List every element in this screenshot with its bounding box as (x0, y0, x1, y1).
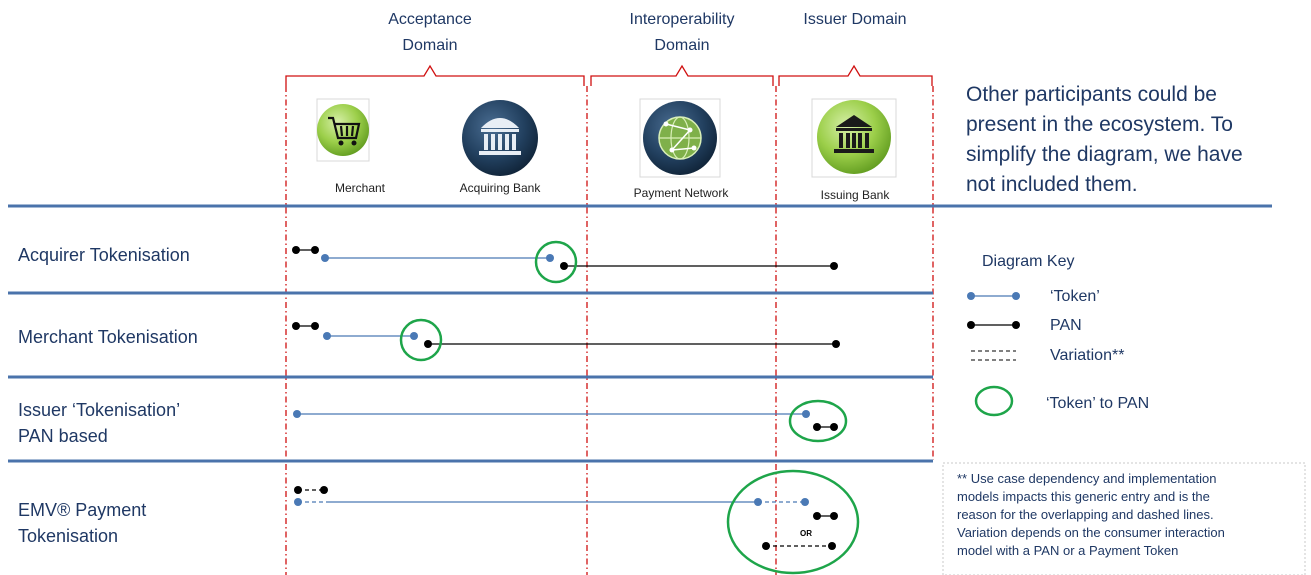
shopping-cart-icon (328, 116, 361, 140)
pan-point (320, 486, 328, 494)
token-point (293, 410, 301, 418)
key-token-to-pan-ring (974, 385, 1014, 417)
emv-tokenisation-label-line2: Tokenisation (18, 526, 118, 546)
issuer-domain-brace (778, 64, 933, 86)
emv-tokenisation-flow: OR (294, 469, 860, 575)
pan-point (830, 423, 838, 431)
footnote-line: model with a PAN or a Payment Token (957, 543, 1178, 558)
issuer-tokenisation-label-line2: PAN based (18, 426, 108, 446)
token-to-pan-ring (726, 469, 860, 575)
footnote-line: ** Use case dependency and implementatio… (957, 471, 1216, 486)
pan-point (832, 340, 840, 348)
payment-network-label: Payment Network (634, 186, 730, 200)
bank-building-icon (834, 115, 874, 153)
diagram-key: Diagram Key ‘Token’ PAN Variation** ‘Tok… (967, 253, 1149, 417)
pan-point (294, 486, 302, 494)
or-label: OR (800, 529, 812, 538)
issuer-tokenisation-flow (293, 399, 848, 443)
pan-point (828, 542, 836, 550)
note-line: Other participants could be (966, 83, 1217, 106)
emv-tokenisation-label-line1: EMV® Payment (18, 500, 146, 520)
token-to-pan-ring (534, 240, 578, 284)
bank-building-icon (479, 118, 521, 155)
pan-point (311, 246, 319, 254)
pan-point (813, 512, 821, 520)
interoperability-domain-header-line2: Domain (654, 37, 709, 54)
globe-network-icon (658, 116, 702, 160)
token-point (321, 254, 329, 262)
pan-point (830, 262, 838, 270)
acceptance-domain-brace (285, 64, 585, 86)
pan-point (762, 542, 770, 550)
note-line: simplify the diagram, we have (966, 143, 1243, 166)
pan-point (292, 246, 300, 254)
token-point (546, 254, 554, 262)
issuer-domain-header: Issuer Domain (803, 11, 906, 28)
issuer-tokenisation-label-line1: Issuer ‘Tokenisation’ (18, 400, 180, 420)
token-point (294, 498, 302, 506)
key-token-to-pan-label: ‘Token’ to PAN (1046, 395, 1149, 412)
merchant-tokenisation-label: Merchant Tokenisation (18, 327, 198, 347)
token-point (801, 498, 809, 506)
note-line: present in the ecosystem. To (966, 113, 1233, 136)
acquiring-bank-label: Acquiring Bank (460, 181, 542, 195)
key-pan-point (1012, 321, 1020, 329)
note-line: not included them. (966, 173, 1138, 196)
pan-point (424, 340, 432, 348)
footnote-line: models impacts this generic entry and is… (957, 489, 1210, 504)
token-point (410, 332, 418, 340)
pan-point (830, 512, 838, 520)
merchant-label: Merchant (335, 181, 386, 195)
key-variation-label: Variation** (1050, 347, 1124, 364)
issuing-bank-participant: Issuing Bank (811, 98, 897, 202)
issuing-bank-label: Issuing Bank (821, 188, 891, 202)
pan-point (311, 322, 319, 330)
payment-network-participant: Payment Network (634, 98, 730, 200)
token-point (802, 410, 810, 418)
token-point (323, 332, 331, 340)
pan-point (560, 262, 568, 270)
key-token-point (1012, 292, 1020, 300)
interoperability-domain-brace (590, 64, 774, 86)
pan-point (813, 423, 821, 431)
acquirer-tokenisation-flow (292, 240, 838, 284)
pan-point (292, 322, 300, 330)
token-to-pan-ring (399, 318, 443, 362)
key-token-point (967, 292, 975, 300)
footnote-box: ** Use case dependency and implementatio… (942, 462, 1306, 575)
key-pan-point (967, 321, 975, 329)
interoperability-domain-header-line1: Interoperability (630, 11, 735, 28)
footnote-line: Variation depends on the consumer intera… (957, 525, 1225, 540)
ecosystem-note: Other participants could be present in t… (966, 83, 1243, 196)
footnote-line: reason for the overlapping and dashed li… (957, 507, 1214, 522)
key-token-label: ‘Token’ (1050, 288, 1100, 305)
acquiring-bank-participant: Acquiring Bank (460, 100, 542, 195)
merchant-participant: Merchant (316, 98, 386, 195)
key-pan-label: PAN (1050, 317, 1082, 334)
acquirer-tokenisation-label: Acquirer Tokenisation (18, 245, 190, 265)
merchant-tokenisation-flow (292, 318, 840, 362)
token-to-pan-ring (788, 399, 848, 443)
acceptance-domain-header-line1: Acceptance (388, 11, 472, 28)
diagram-key-title: Diagram Key (982, 253, 1074, 270)
acceptance-domain-header-line2: Domain (402, 37, 457, 54)
